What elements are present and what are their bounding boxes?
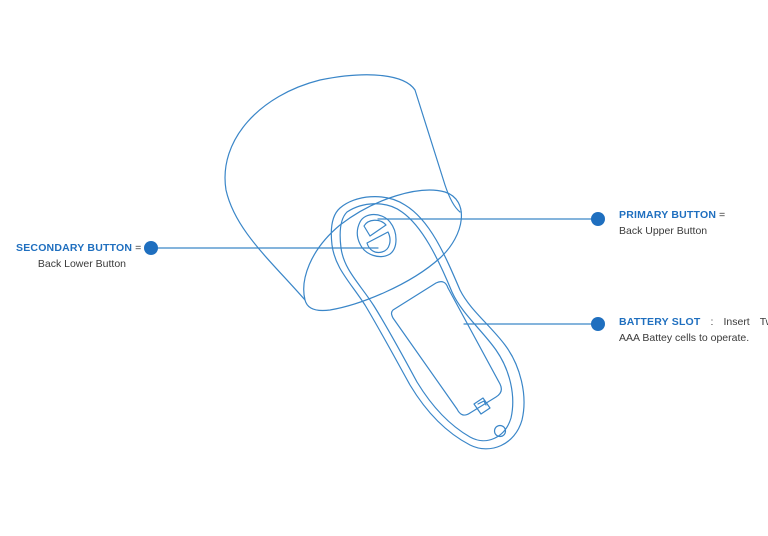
primary-button-description: Back Upper Button [619,225,708,237]
primary-button-shape [363,219,387,237]
handle-outline [330,196,525,450]
primary-button-separator: = [719,209,726,221]
battery-slot-title: BATTERY SLOT [619,316,701,328]
battery-latch-notch [477,400,487,406]
secondary-button-title: SECONDARY BUTTON [16,242,133,254]
battery-slot-description-line2: AAA Battey cells to operate. [619,332,750,344]
secondary-button-separator: = [135,242,142,254]
battery-latch [473,397,491,415]
battery-slot-label: BATTERY SLOT : Insert Two AAA Battey cel… [619,314,768,346]
secondary-button-label: SECONDARY BUTTON = Back Lower Button [16,240,141,272]
button-recess [356,213,397,258]
battery-slot-description-word2: Two [759,316,768,328]
secondary-button-description: Back Lower Button [37,258,126,270]
battery-slot-description-word1: Insert [723,316,750,328]
primary-button-title: PRIMARY BUTTON [619,209,717,221]
battery-slot [390,281,502,416]
battery-slot-separator: : [710,316,714,328]
battery-callout-dot [591,317,605,331]
primary-callout-dot [591,212,605,226]
flange-outline [303,189,462,312]
hood-outline [224,74,461,301]
secondary-callout-dot [144,241,158,255]
handle-inner-outline [339,203,514,442]
lanyard-hole [493,424,507,438]
primary-button-label: PRIMARY BUTTON = Back Upper Button [619,207,725,239]
